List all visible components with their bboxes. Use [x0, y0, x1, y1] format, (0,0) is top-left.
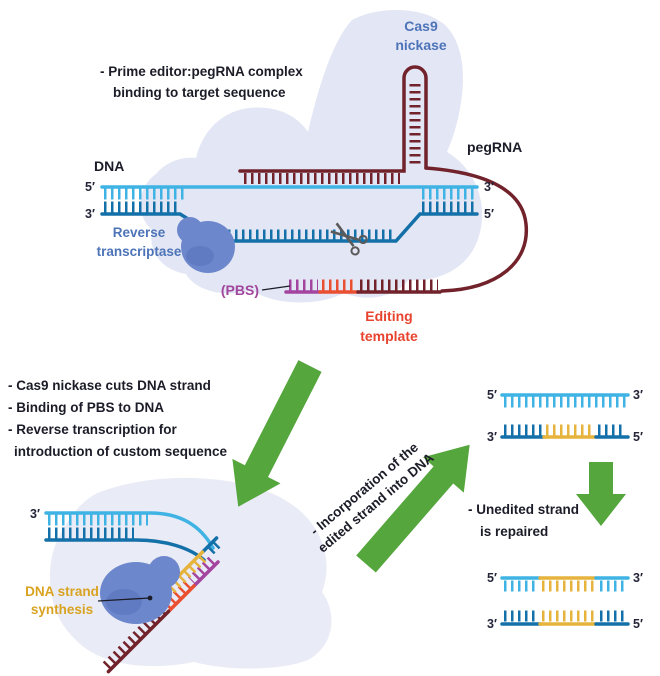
pegrna-spacer-and-hairpin [238, 65, 428, 173]
pegrna-strand [238, 65, 529, 293]
synthesis-pointer-line [97, 597, 151, 602]
rt2-lobe [148, 556, 180, 588]
ladder-template-backbone [166, 584, 196, 614]
dna-5prime-top-left: 5′ [85, 180, 95, 194]
editing-template-label-line1: Editing [365, 308, 412, 324]
reverse-transcriptase-blob-step2 [100, 556, 180, 624]
hd-5prime-top-left: 5′ [487, 388, 497, 402]
step1-description-line1: - Prime editor:pegRNA complex [100, 64, 303, 79]
dna-bottom-strand [100, 212, 479, 243]
rd-3prime-bottom-left: 3′ [487, 617, 497, 631]
synthesis-label-line1: DNA strand [25, 584, 99, 599]
repaired-duplex-dna [500, 576, 630, 626]
pegrna-label: pegRNA [467, 139, 522, 155]
ladder-pegrna-backbone [106, 609, 171, 674]
unedited-label-line2: is repaired [480, 524, 548, 539]
step2-dna-structure [44, 511, 221, 674]
pegrna-tail-curve [424, 166, 529, 293]
editing-template-label-line2: template [360, 328, 418, 344]
rt-label-line1: Reverse [113, 225, 166, 240]
rt-lobe [177, 217, 203, 243]
pbs-label: (PBS) [221, 282, 259, 298]
reverse-transcriptase-blob [177, 217, 235, 273]
pbs-pointer-line [261, 285, 291, 291]
dna-5prime-bottom-right: 5′ [484, 207, 494, 221]
step2-3prime-label: 3′ [30, 507, 40, 521]
rt-shade [186, 246, 214, 266]
cas9-nickase-label-line2: nickase [395, 37, 447, 53]
arrow-step2-to-step3 [356, 444, 470, 573]
hd-3prime-bottom-left: 3′ [487, 430, 497, 444]
arrow-step3-to-step4 [576, 462, 626, 526]
ladder-primer-backbone [200, 536, 219, 554]
step2-bullet-1: - Cas9 nickase cuts DNA strand [8, 378, 211, 393]
hd-3prime-top-right: 3′ [633, 388, 643, 402]
arrow-step1-to-step2 [232, 360, 322, 507]
step2-top-strand [44, 511, 215, 550]
hd-5prime-bottom-right: 5′ [633, 430, 643, 444]
ladder-template-teeth [162, 580, 193, 611]
cas9-nickase-label-line1: Cas9 [404, 18, 438, 34]
step2-bullet-2: - Binding of PBS to DNA [8, 400, 164, 415]
ladder-pbs-backbone [192, 560, 220, 588]
synthesis-pointer-dot [147, 595, 153, 601]
target-dna [100, 185, 479, 243]
rd-3prime-top-right: 3′ [633, 571, 643, 585]
unedited-label-line1: - Unedited strand [468, 502, 579, 517]
step2-bullet-4: introduction of custom sequence [14, 444, 228, 459]
pegrna-extension [284, 279, 442, 294]
dna-3prime-bottom-left: 3′ [85, 207, 95, 221]
rd-5prime-bottom-right: 5′ [633, 617, 643, 631]
cas9-protein-blob-step2 [49, 477, 332, 669]
rt2-shade [106, 589, 142, 615]
rd-5prime-top-left: 5′ [487, 571, 497, 585]
heteroduplex-dna [500, 393, 630, 439]
ladder-pbs-teeth [187, 556, 217, 585]
synthesis-label-line2: synthesis [31, 602, 93, 617]
scissors-icon [330, 222, 368, 256]
rt-label-line2: transcriptase [97, 244, 182, 259]
dna-3prime-top-right: 3′ [484, 180, 494, 194]
dna-label: DNA [94, 158, 124, 174]
step1-description-line2: binding to target sequence [113, 85, 286, 100]
step2-bullet-3: - Reverse transcription for [8, 422, 178, 437]
